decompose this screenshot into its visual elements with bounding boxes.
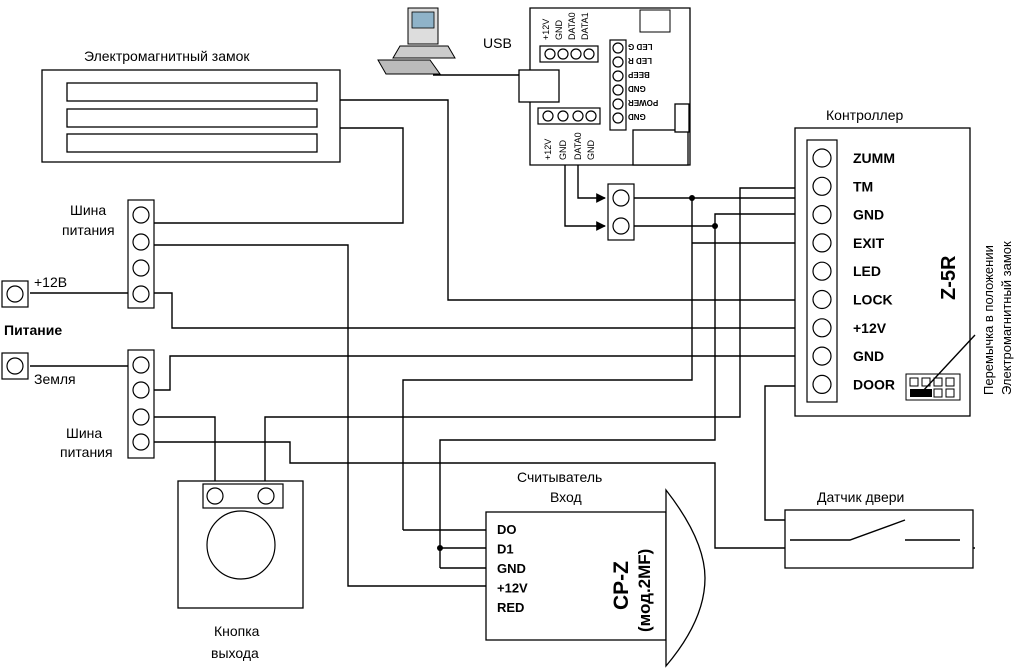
wires xyxy=(30,74,975,587)
svg-text:выхода: выхода xyxy=(211,645,259,661)
junction-terminals xyxy=(607,183,635,241)
exit-button: Кнопка выхода xyxy=(177,480,304,661)
reader-pin-label-0: DO xyxy=(497,522,517,537)
controller-terminal-label-0: ZUMM xyxy=(853,150,895,166)
lock-label: Электромагнитный замок xyxy=(84,48,250,64)
usb-top-pins: +12V GND DATA0 DATA1 xyxy=(539,12,599,63)
plus12-label: +12В xyxy=(34,274,67,290)
reader-pin-label-3: +12V xyxy=(497,581,528,596)
svg-text:Кнопка: Кнопка xyxy=(214,623,260,639)
controller-label: Контроллер xyxy=(826,107,903,123)
reader-title-1: Считыватель xyxy=(517,469,602,485)
power-bus-top: Шина питания xyxy=(62,199,155,309)
reader-model-2: (мод.2MF) xyxy=(635,549,654,632)
jumper-block xyxy=(905,373,961,401)
svg-text:+12V: +12V xyxy=(541,19,551,40)
jumper-note-line2: Электромагнитный замок xyxy=(999,241,1014,395)
svg-text:Шина: Шина xyxy=(70,202,106,218)
controller-terminal-2 xyxy=(812,205,832,225)
svg-text:GND: GND xyxy=(628,84,646,93)
reader-pin-label-1: D1 xyxy=(497,542,514,557)
controller-model: Z-5R xyxy=(938,255,960,300)
controller-terminal-label-2: GND xyxy=(853,207,884,223)
controller-terminal-5 xyxy=(812,289,832,310)
svg-text:GND: GND xyxy=(558,140,568,161)
svg-text:LED R: LED R xyxy=(628,56,652,65)
usb-module: +12V GND DATA0 DATA1 LED G LED R BEEP GN… xyxy=(518,7,691,166)
controller-terminal-0 xyxy=(812,148,832,168)
power-label: Питание xyxy=(4,322,62,338)
controller-terminal-4 xyxy=(812,261,832,281)
controller-terminal-7 xyxy=(812,346,832,366)
power-bus-bottom: Шина питания xyxy=(60,349,155,460)
reader-title-2: Вход xyxy=(550,489,582,505)
usb-label: USB xyxy=(483,35,512,51)
svg-text:DATA0: DATA0 xyxy=(567,12,577,40)
power-input: +12В Питание Земля xyxy=(1,274,76,387)
controller-terminal-label-4: LED xyxy=(853,263,881,279)
controller-z5r: Контроллер ZUMM TM GND EXIT LED LOCK +12V GND DO… xyxy=(794,107,1014,417)
controller-terminal-label-8: DOOR xyxy=(853,376,895,392)
usb-right-pins: LED G LED R BEEP GND POWER GND xyxy=(609,39,658,131)
controller-terminal-label-6: +12V xyxy=(853,320,887,336)
ground-label: Земля xyxy=(34,371,76,387)
svg-text:GND: GND xyxy=(586,140,596,161)
controller-terminal-6 xyxy=(812,318,832,338)
svg-text:DATA0: DATA0 xyxy=(573,132,583,160)
controller-terminal-3 xyxy=(812,233,832,253)
svg-text:питания: питания xyxy=(60,444,113,460)
svg-text:Шина: Шина xyxy=(66,425,102,441)
door-sensor-label: Датчик двери xyxy=(817,489,904,505)
svg-text:GND: GND xyxy=(554,20,564,41)
reader-pin-label-2: GND xyxy=(497,561,526,576)
controller-terminals: ZUMM TM GND EXIT LED LOCK +12V GND DOOR xyxy=(812,148,895,394)
svg-text:BEEP: BEEP xyxy=(627,70,649,79)
controller-terminal-8 xyxy=(812,374,832,394)
usb-bottom-pins: +12V GND DATA0 GND xyxy=(537,107,601,161)
controller-terminal-1 xyxy=(812,176,832,196)
controller-terminal-label-5: LOCK xyxy=(853,292,893,308)
reader-pin-label-4: RED xyxy=(497,600,524,615)
svg-text:+12V: +12V xyxy=(543,139,553,160)
svg-text:LED G: LED G xyxy=(628,42,652,51)
jumper-note-line1: Перемычка в положении xyxy=(981,245,996,395)
svg-text:GND: GND xyxy=(628,112,646,121)
controller-terminal-label-1: TM xyxy=(853,178,873,194)
electromagnetic-lock: Электромагнитный замок xyxy=(41,48,341,163)
controller-terminal-label-3: EXIT xyxy=(853,235,885,251)
svg-text:POWER: POWER xyxy=(628,98,658,107)
door-sensor: Датчик двери xyxy=(784,489,974,569)
svg-text:питания: питания xyxy=(62,222,115,238)
controller-terminal-label-7: GND xyxy=(853,348,884,364)
computer-icon: USB xyxy=(377,7,512,75)
svg-text:DATA1: DATA1 xyxy=(580,12,590,40)
reader-model-1: CP-Z xyxy=(610,561,633,610)
